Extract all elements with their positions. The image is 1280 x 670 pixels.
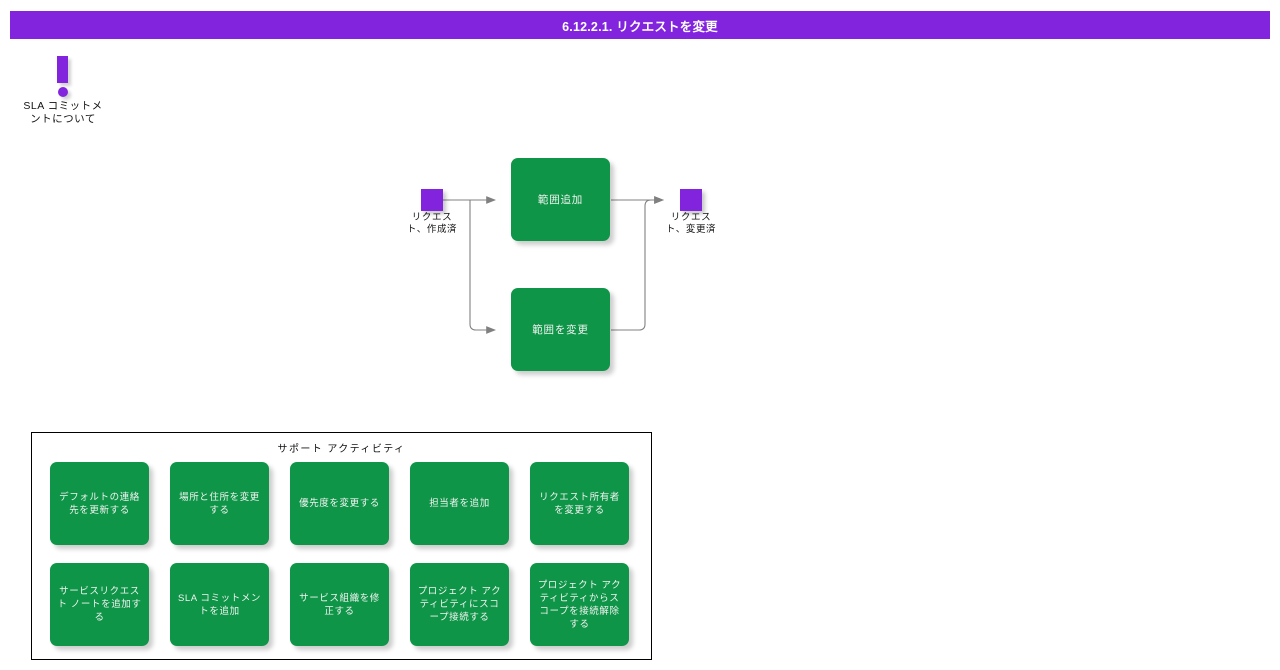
end-node-request-changed[interactable] <box>680 189 702 211</box>
exclamation-bar <box>57 56 68 83</box>
end-node-label: リクエスト、変更済 <box>665 212 717 235</box>
start-node-request-created[interactable] <box>421 189 443 211</box>
support-activities-grid: デフォルトの連絡先を更新する 場所と住所を変更する 優先度を変更する 担当者を追… <box>50 462 640 646</box>
task-add-scope[interactable]: 範囲追加 <box>511 158 610 241</box>
support-activities-title: サポート アクティビティ <box>277 444 406 455</box>
support-card-connect-scope-to-project-activity[interactable]: プロジェクト アクティビティにスコープ接続する <box>410 563 509 646</box>
support-card-add-sla-commitment[interactable]: SLA コミットメントを追加 <box>170 563 269 646</box>
support-card-change-request-owner[interactable]: リクエスト所有者を変更する <box>530 462 629 545</box>
support-activities-row: デフォルトの連絡先を更新する 場所と住所を変更する 優先度を変更する 担当者を追… <box>50 462 640 545</box>
support-card-change-location-address[interactable]: 場所と住所を変更する <box>170 462 269 545</box>
support-activities-panel: サポート アクティビティ デフォルトの連絡先を更新する 場所と住所を変更する 優… <box>31 432 652 660</box>
support-activities-row: サービスリクエスト ノートを追加する SLA コミットメントを追加 サービス組織… <box>50 563 640 646</box>
sla-note-label: SLA コミットメントについて <box>23 100 103 125</box>
support-card-modify-service-organization[interactable]: サービス組織を修正する <box>290 563 389 646</box>
support-card-add-assignee[interactable]: 担当者を追加 <box>410 462 509 545</box>
sla-commitment-note[interactable]: SLA コミットメントについて <box>18 52 108 126</box>
support-card-add-service-request-note[interactable]: サービスリクエスト ノートを追加する <box>50 563 149 646</box>
support-card-disconnect-scope-from-project-activity[interactable]: プロジェクト アクティビティからスコープを接続解除する <box>530 563 629 646</box>
exclamation-dot <box>58 87 68 97</box>
flow-connectors <box>443 196 665 334</box>
page-title-bar: 6.12.2.1. リクエストを変更 <box>10 11 1270 39</box>
page-title: 6.12.2.1. リクエストを変更 <box>562 19 718 34</box>
task-change-scope[interactable]: 範囲を変更 <box>511 288 610 371</box>
exclamation-icon <box>18 52 108 98</box>
process-flow-diagram: リクエスト、作成済 範囲追加 範囲を変更 リクエスト、変更済 <box>395 150 745 400</box>
support-card-update-default-contact[interactable]: デフォルトの連絡先を更新する <box>50 462 149 545</box>
start-node-label: リクエスト、作成済 <box>406 212 458 235</box>
support-card-change-priority[interactable]: 優先度を変更する <box>290 462 389 545</box>
